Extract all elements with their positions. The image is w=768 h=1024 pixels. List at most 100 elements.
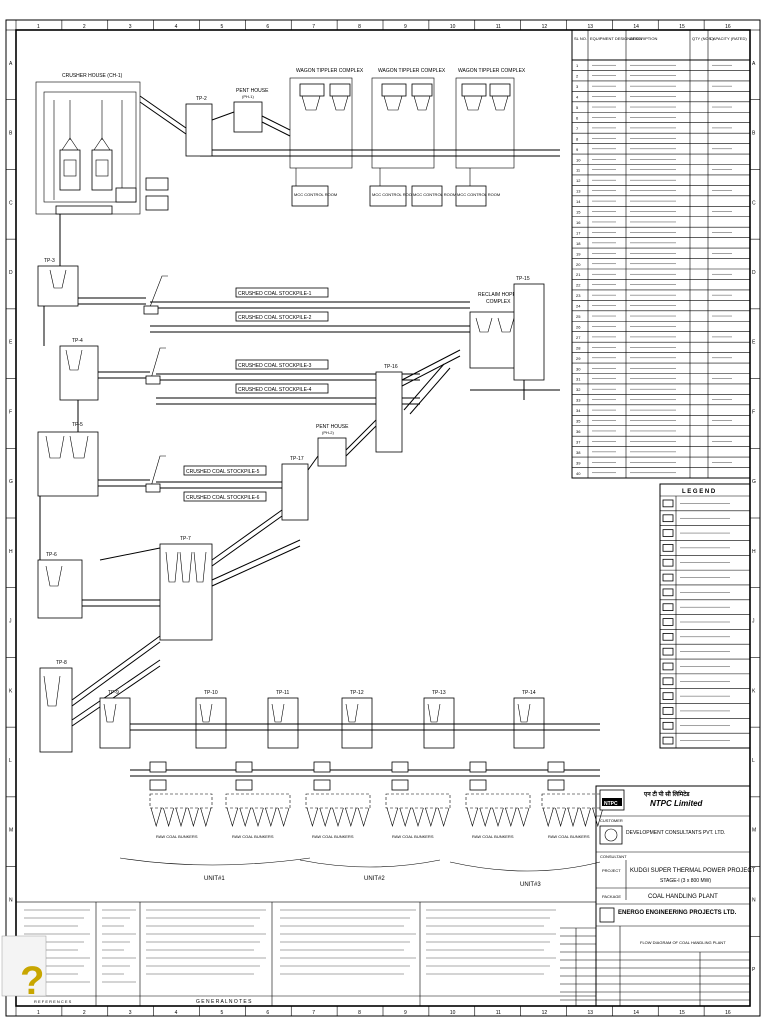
tp2-label: TP-2 bbox=[196, 96, 207, 102]
column-number: 1 bbox=[37, 1010, 40, 1016]
row-letter: F bbox=[752, 409, 755, 415]
unit-1-label: UNIT#1 bbox=[204, 876, 225, 882]
bunker-label: RAW COAL BUNKERS bbox=[312, 834, 354, 839]
customer-label: CUSTOMER bbox=[600, 818, 623, 823]
table-row-number: 5 bbox=[576, 105, 579, 110]
table-row-number: 8 bbox=[576, 136, 579, 141]
package-label: PACKAGE bbox=[602, 894, 621, 899]
table-row-number: 21 bbox=[576, 272, 581, 277]
tp-11-label: TP-11 bbox=[276, 690, 289, 696]
row-letter: A bbox=[9, 61, 13, 67]
row-letter: D bbox=[9, 270, 13, 276]
transfer-point-box bbox=[341, 697, 373, 749]
table-rows: 1234567891011121314151617181920212223242… bbox=[572, 63, 750, 479]
tp16-label: TP-16 bbox=[384, 364, 398, 370]
bunker-hopper bbox=[567, 807, 579, 828]
transfer-point-box bbox=[267, 697, 299, 749]
table-row-number: 24 bbox=[576, 304, 581, 309]
bunker-hopper bbox=[306, 807, 319, 828]
stockpile-1-tag bbox=[235, 287, 329, 298]
tp-13-label: TP-13 bbox=[432, 690, 446, 696]
row-letter: L bbox=[752, 758, 755, 764]
tripper-car bbox=[547, 779, 565, 791]
row-letter: N bbox=[752, 897, 756, 903]
title-block: NTPC एन टी पी सी लिमिटेड NTPC Limited CU… bbox=[560, 785, 756, 1007]
bunker-hopper bbox=[150, 807, 162, 828]
tripper-car bbox=[235, 761, 253, 773]
bunker-bay bbox=[541, 793, 605, 809]
svg-text:MCC CONTROL ROOM: MCC CONTROL ROOM bbox=[457, 192, 500, 197]
table-row-number: 28 bbox=[576, 345, 581, 350]
table-row-number: 1 bbox=[576, 63, 579, 68]
row-letter: G bbox=[9, 479, 13, 485]
tripper-car bbox=[547, 761, 565, 773]
bunker-hopper bbox=[466, 807, 479, 828]
column-number: 3 bbox=[129, 24, 132, 30]
column-number: 9 bbox=[404, 1010, 407, 1016]
transfer-point-box bbox=[513, 697, 545, 749]
pent-house-2-box bbox=[317, 437, 347, 467]
column-number: 14 bbox=[633, 24, 639, 30]
bunker-hopper bbox=[399, 807, 411, 828]
bunker-hopper bbox=[277, 807, 290, 828]
stockpile-6-tag bbox=[183, 491, 267, 502]
bunker-hopper bbox=[332, 807, 344, 828]
bunker-hopper bbox=[175, 807, 187, 828]
svg-text:MCC CONTROL ROOM: MCC CONTROL ROOM bbox=[372, 192, 415, 197]
mcc-control-room-ch1 bbox=[145, 195, 169, 211]
tp2-box bbox=[185, 103, 213, 157]
svg-text:CRUSHED COAL STOCKPILE-6: CRUSHED COAL STOCKPILE-6 bbox=[186, 495, 260, 501]
table-header-slno: SL NO. bbox=[574, 36, 587, 41]
table-row-number: 9 bbox=[576, 147, 579, 152]
column-number: 15 bbox=[679, 24, 685, 30]
column-number: 9 bbox=[404, 24, 407, 30]
table-row-number: 34 bbox=[576, 408, 581, 413]
table-row-number: 18 bbox=[576, 241, 581, 246]
table-row-number: 31 bbox=[576, 377, 581, 382]
transfer-point-box bbox=[423, 697, 455, 749]
wagon-tippler-complex-3: WAGON TIPPLER COMPLEX MCC CONTROL ROOM M… bbox=[411, 68, 526, 207]
stockpile-2-tag bbox=[235, 311, 329, 322]
crusher-house-label: CRUSHER HOUSE (CH-1) bbox=[62, 73, 123, 79]
tp4-box bbox=[59, 345, 99, 401]
column-number: 16 bbox=[725, 1010, 731, 1016]
table-row-number: 26 bbox=[576, 324, 581, 329]
column-number: 13 bbox=[587, 1010, 593, 1016]
table-row-number: 37 bbox=[576, 439, 581, 444]
tripper-car bbox=[469, 761, 487, 773]
general-notes-title: G E N E R A L N O T E S bbox=[196, 999, 252, 1005]
table-header-description: DESCRIPTION bbox=[630, 36, 657, 41]
bunker-label: RAW COAL BUNKERS bbox=[472, 834, 514, 839]
table-row-number: 4 bbox=[576, 95, 579, 100]
row-letter: E bbox=[752, 340, 756, 346]
tp-10-label: TP-10 bbox=[204, 690, 218, 696]
bunker-hopper bbox=[163, 807, 175, 828]
tp8-box bbox=[39, 667, 73, 753]
tp-12-label: TP-12 bbox=[350, 690, 364, 696]
project-label: PROJECT bbox=[602, 868, 621, 873]
bunker-hopper bbox=[425, 807, 437, 828]
table-row-number: 10 bbox=[576, 157, 581, 162]
column-number: 7 bbox=[312, 24, 315, 30]
transfer-point-box bbox=[99, 697, 131, 749]
row-letter: P bbox=[752, 967, 756, 973]
column-number: 15 bbox=[679, 1010, 685, 1016]
tp6-label: TP-6 bbox=[46, 552, 57, 558]
tp15-label: TP-15 bbox=[516, 276, 530, 282]
tp-14-label: TP-14 bbox=[522, 690, 536, 696]
svg-text:(PH-2): (PH-2) bbox=[322, 430, 334, 435]
svg-text:CRUSHED COAL STOCKPILE-4: CRUSHED COAL STOCKPILE-4 bbox=[238, 387, 312, 393]
legend-title: L E G E N D bbox=[682, 489, 716, 495]
consultant-label: CONSULTANT bbox=[600, 854, 627, 859]
svg-text:CRUSHED COAL STOCKPILE-5: CRUSHED COAL STOCKPILE-5 bbox=[186, 469, 260, 475]
drawing-title: FLOW DIAGRAM OF COAL HANDLING PLANT bbox=[640, 940, 726, 945]
column-number: 11 bbox=[496, 24, 501, 30]
legend-rows bbox=[660, 499, 750, 749]
stockpile-5-tag bbox=[183, 465, 267, 476]
table-row-number: 13 bbox=[576, 189, 581, 194]
row-letter: K bbox=[9, 688, 13, 694]
column-number: 5 bbox=[220, 24, 223, 30]
column-number: 2 bbox=[83, 24, 86, 30]
svg-text:WAGON TIPPLER COMPLEX: WAGON TIPPLER COMPLEX bbox=[458, 68, 526, 74]
